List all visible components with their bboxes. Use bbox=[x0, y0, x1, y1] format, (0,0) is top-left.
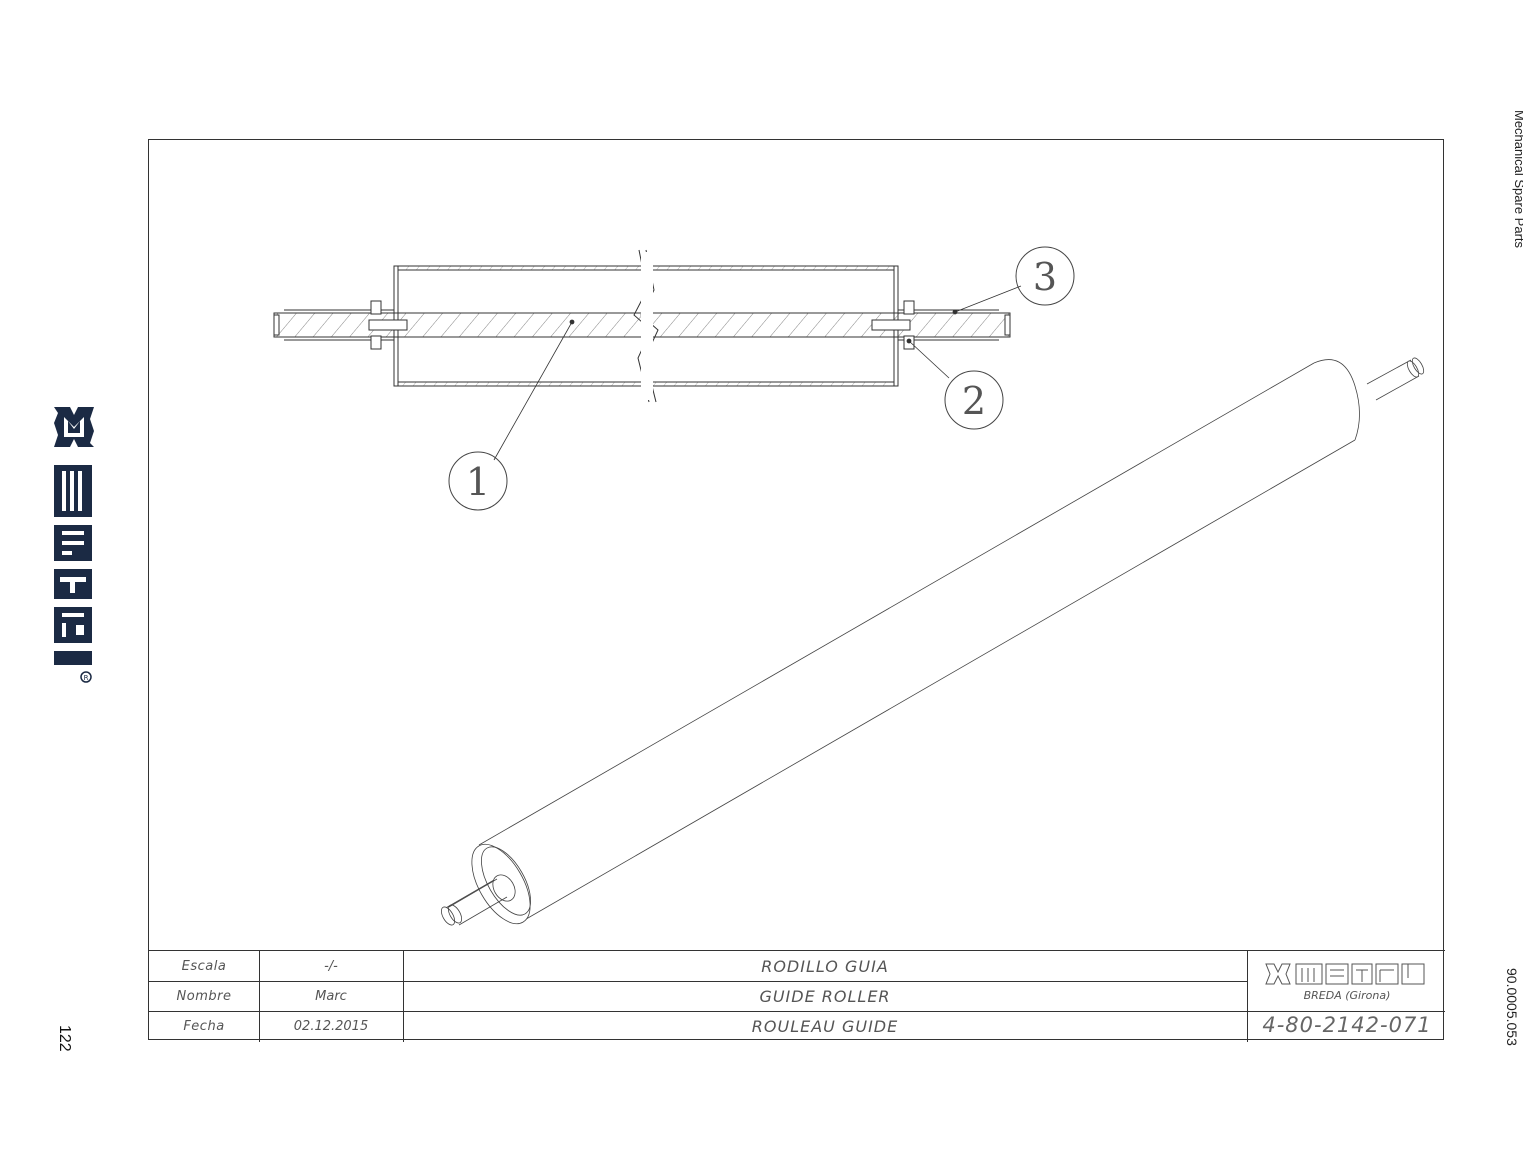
title-english: GUIDE ROLLER bbox=[759, 986, 891, 1006]
date-value: 02.12.2015 bbox=[293, 1019, 369, 1034]
drawing-number: 4-80-2142-071 bbox=[1262, 1013, 1432, 1037]
scale-label: Escala bbox=[181, 958, 227, 974]
page-number: 122 bbox=[56, 1025, 73, 1052]
title-block: Escala -/- RODILLO GUIA Nombre Marc GUID… bbox=[149, 950, 1445, 1042]
name-label: Nombre bbox=[176, 988, 232, 1004]
isometric-roller bbox=[440, 357, 1425, 926]
name-value: Marc bbox=[315, 988, 347, 1004]
technical-drawing: 1 2 3 bbox=[273, 246, 1425, 926]
balloon-3: 3 bbox=[1015, 246, 1075, 306]
balloon-2-label: 2 bbox=[962, 379, 986, 423]
side-heading: Mechanical Spare Parts bbox=[1512, 110, 1523, 249]
side-code: 90.0005.053 bbox=[1504, 968, 1520, 1046]
company-city: BREDA (Girona) bbox=[1303, 989, 1391, 1002]
title-block-logo bbox=[1265, 963, 1425, 985]
brand-logo: R bbox=[54, 407, 94, 683]
balloon-1-label: 1 bbox=[466, 460, 490, 504]
balloon-2: 2 bbox=[944, 370, 1004, 430]
scale-value: -/- bbox=[324, 958, 338, 974]
balloon-3-label: 3 bbox=[1033, 255, 1057, 299]
balloon-1: 1 bbox=[448, 451, 508, 511]
title-spanish: RODILLO GUIA bbox=[761, 956, 889, 976]
title-french: ROULEAU GUIDE bbox=[751, 1017, 899, 1036]
date-label: Fecha bbox=[183, 1019, 225, 1034]
section-view bbox=[273, 249, 1011, 403]
drawing-frame: 1 2 3 bbox=[148, 139, 1445, 1042]
svg-text:R: R bbox=[84, 674, 89, 682]
